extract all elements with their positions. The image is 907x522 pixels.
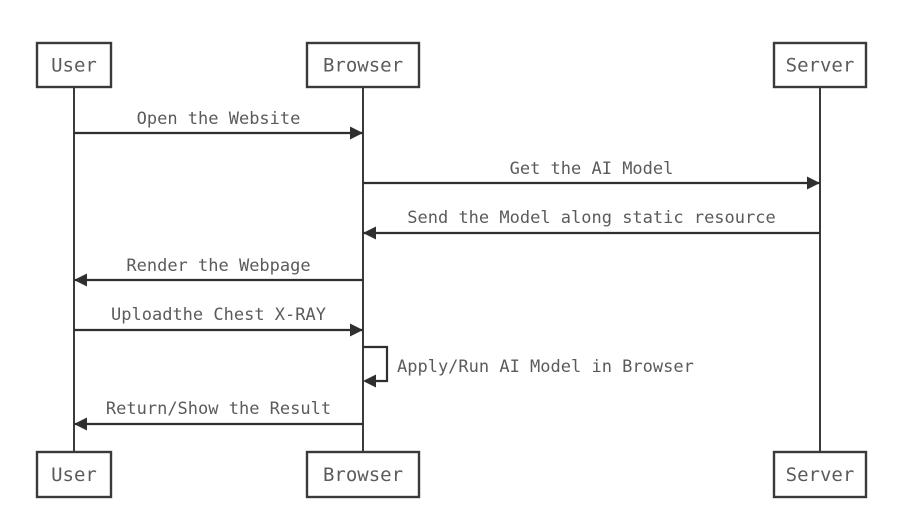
actor-header-user[interactable]: User [35,41,113,89]
actor-label-browser: Browser [323,464,403,486]
actor-box-server [772,41,868,89]
message-label-4: Render the Webpage [126,256,310,276]
actor-footer-browser[interactable]: Browser [305,450,421,499]
arrow-head-5 [350,323,363,337]
message-label-2: Get the AI Model [510,159,674,179]
message-label-5: Uploadthe Chest X-RAY [111,305,326,325]
message-5[interactable]: Uploadthe Chest X-RAY [74,305,363,337]
arrow-head-7 [74,417,87,431]
lifelines-layer [73,87,821,452]
message-4[interactable]: Render the Webpage [74,256,363,287]
actor-label-user: User [51,464,97,486]
actor-header-browser[interactable]: Browser [305,41,421,89]
message-1[interactable]: Open the Website [74,109,363,140]
message-label-7: Return/Show the Result [106,399,331,419]
arrow-head-3 [363,226,376,240]
message-7[interactable]: Return/Show the Result [74,399,363,431]
actor-footer-user[interactable]: User [35,450,113,499]
message-label-3: Send the Model along static resource [407,208,775,228]
actor-label-browser: Browser [323,55,403,77]
actor-box-browser [305,41,421,89]
arrow-head-2 [807,176,820,190]
arrow-head-1 [350,126,363,140]
actor-box-user [35,41,113,89]
actor-footer-server[interactable]: Server [772,450,868,499]
actor-label-server: Server [786,55,855,77]
actor-box-browser [305,450,421,499]
message-6[interactable]: Apply/Run AI Model in Browser [363,345,694,388]
arrow-head-4 [74,273,87,287]
actor-box-user [35,450,113,499]
actor-header-server[interactable]: Server [772,41,868,89]
message-label-1: Open the Website [137,109,301,129]
message-2[interactable]: Get the AI Model [363,159,820,190]
actor-box-server [772,450,868,499]
message-label-6: Apply/Run AI Model in Browser [397,357,694,377]
arrow-head-6 [363,374,376,388]
actor-label-user: User [51,55,97,77]
message-3[interactable]: Send the Model along static resource [363,208,820,240]
actor-label-server: Server [786,464,855,486]
